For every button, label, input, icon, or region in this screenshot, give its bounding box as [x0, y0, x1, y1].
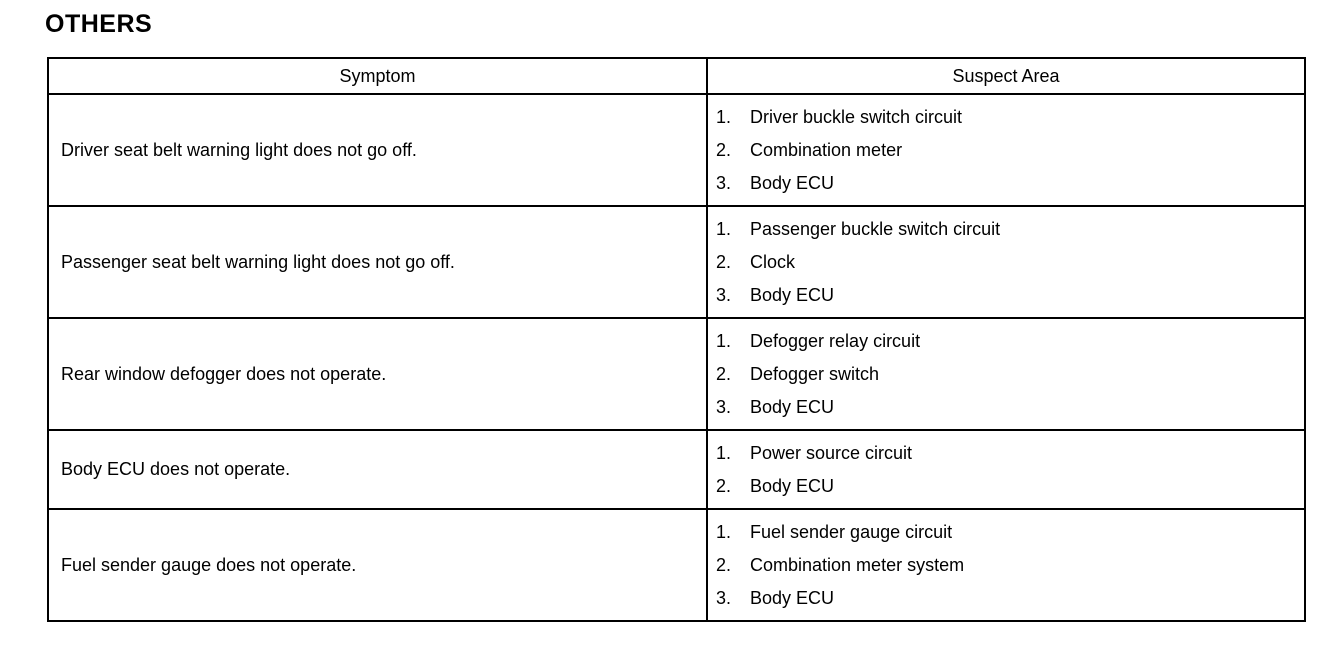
- symptom-suspect-table: Symptom Suspect Area Driver seat belt wa…: [47, 57, 1306, 622]
- table-body: Driver seat belt warning light does not …: [47, 93, 1306, 622]
- symptom-cell: Driver seat belt warning light does not …: [47, 93, 708, 207]
- suspect-item-label: Driver buckle switch circuit: [750, 107, 963, 127]
- suspect-item: 3. Body ECU: [716, 582, 1300, 615]
- suspect-item-label: Passenger buckle switch circuit: [750, 219, 1001, 239]
- suspect-area-cell: 1. Passenger buckle switch circuit 2. Clock…: [706, 205, 1306, 319]
- table-row: Driver seat belt warning light does not …: [47, 93, 1306, 207]
- suspect-item: 3. Body ECU: [716, 167, 1300, 200]
- suspect-item-number: 2.: [716, 476, 732, 496]
- suspect-item: 1. Passenger buckle switch circuit: [716, 213, 1300, 246]
- table-row: Body ECU does not operate. 1. Power source…: [47, 429, 1306, 510]
- suspect-item-label: Power source circuit: [750, 443, 913, 463]
- suspect-area-cell: 1. Power source circuit 2. Body ECU: [706, 429, 1306, 510]
- suspect-list: 1. Driver buckle switch circuit 2. Combinat…: [716, 101, 1300, 200]
- suspect-item-label: Body ECU: [750, 285, 835, 305]
- suspect-item-label: Fuel sender gauge circuit: [750, 522, 953, 542]
- suspect-item: 2. Combination meter system: [716, 549, 1300, 582]
- suspect-item: 2. Body ECU: [716, 470, 1300, 503]
- suspect-area-cell: 1. Driver buckle switch circuit 2. Combinat…: [706, 93, 1306, 207]
- suspect-item-number: 1.: [716, 331, 732, 351]
- suspect-item: 3. Body ECU: [716, 391, 1300, 424]
- symptom-cell: Fuel sender gauge does not operate.: [47, 508, 708, 622]
- suspect-item-number: 3.: [716, 588, 732, 608]
- suspect-item-number: 3.: [716, 173, 732, 193]
- suspect-item-number: 2.: [716, 555, 732, 575]
- suspect-list: 1. Defogger relay circuit 2. Defogger switc…: [716, 325, 1300, 424]
- table-row: Fuel sender gauge does not operate. 1. Fue…: [47, 508, 1306, 622]
- suspect-item-number: 3.: [716, 285, 732, 305]
- suspect-item-number: 2.: [716, 140, 732, 160]
- suspect-area-cell: 1. Fuel sender gauge circuit 2. Combination…: [706, 508, 1306, 622]
- suspect-list: 1. Fuel sender gauge circuit 2. Combination…: [716, 516, 1300, 615]
- suspect-item-label: Defogger switch: [750, 364, 880, 384]
- suspect-item: 1. Defogger relay circuit: [716, 325, 1300, 358]
- suspect-item-number: 1.: [716, 522, 732, 542]
- table-row: Rear window defogger does not operate.1.…: [47, 317, 1306, 431]
- table-row: Passenger seat belt warning light does n…: [47, 205, 1306, 319]
- suspect-item-label: Body ECU: [750, 588, 835, 608]
- column-header-symptom: Symptom: [47, 57, 708, 95]
- suspect-item-label: Combination meter: [750, 140, 903, 160]
- suspect-item-label: Body ECU: [750, 397, 835, 417]
- page-title: OTHERS: [45, 10, 153, 38]
- suspect-list: 1. Power source circuit 2. Body ECU: [716, 437, 1300, 503]
- suspect-item-label: Body ECU: [750, 476, 835, 496]
- suspect-area-cell: 1. Defogger relay circuit 2. Defogger switc…: [706, 317, 1306, 431]
- suspect-list: 1. Passenger buckle switch circuit 2. Clock…: [716, 213, 1300, 312]
- suspect-item: 3. Body ECU: [716, 279, 1300, 312]
- suspect-item: 1. Fuel sender gauge circuit: [716, 516, 1300, 549]
- suspect-item: 2. Defogger switch: [716, 358, 1300, 391]
- symptom-cell: Passenger seat belt warning light does n…: [47, 205, 708, 319]
- suspect-item: 2. Combination meter: [716, 134, 1300, 167]
- suspect-item-number: 2.: [716, 364, 732, 384]
- suspect-item-number: 1.: [716, 219, 732, 239]
- suspect-item-label: Combination meter system: [750, 555, 965, 575]
- suspect-item: 1. Driver buckle switch circuit: [716, 101, 1300, 134]
- suspect-item-number: 3.: [716, 397, 732, 417]
- suspect-item: 1. Power source circuit: [716, 437, 1300, 470]
- table-header-row: Symptom Suspect Area: [47, 57, 1306, 95]
- suspect-item-label: Clock: [750, 252, 796, 272]
- suspect-item-number: 1.: [716, 443, 732, 463]
- suspect-item-label: Body ECU: [750, 173, 835, 193]
- symptom-cell: Body ECU does not operate.: [47, 429, 708, 510]
- suspect-item: 2. Clock: [716, 246, 1300, 279]
- suspect-item-number: 2.: [716, 252, 732, 272]
- suspect-item-number: 1.: [716, 107, 732, 127]
- symptom-cell: Rear window defogger does not operate.: [47, 317, 708, 431]
- suspect-item-label: Defogger relay circuit: [750, 331, 921, 351]
- column-header-suspect-area: Suspect Area: [706, 57, 1306, 95]
